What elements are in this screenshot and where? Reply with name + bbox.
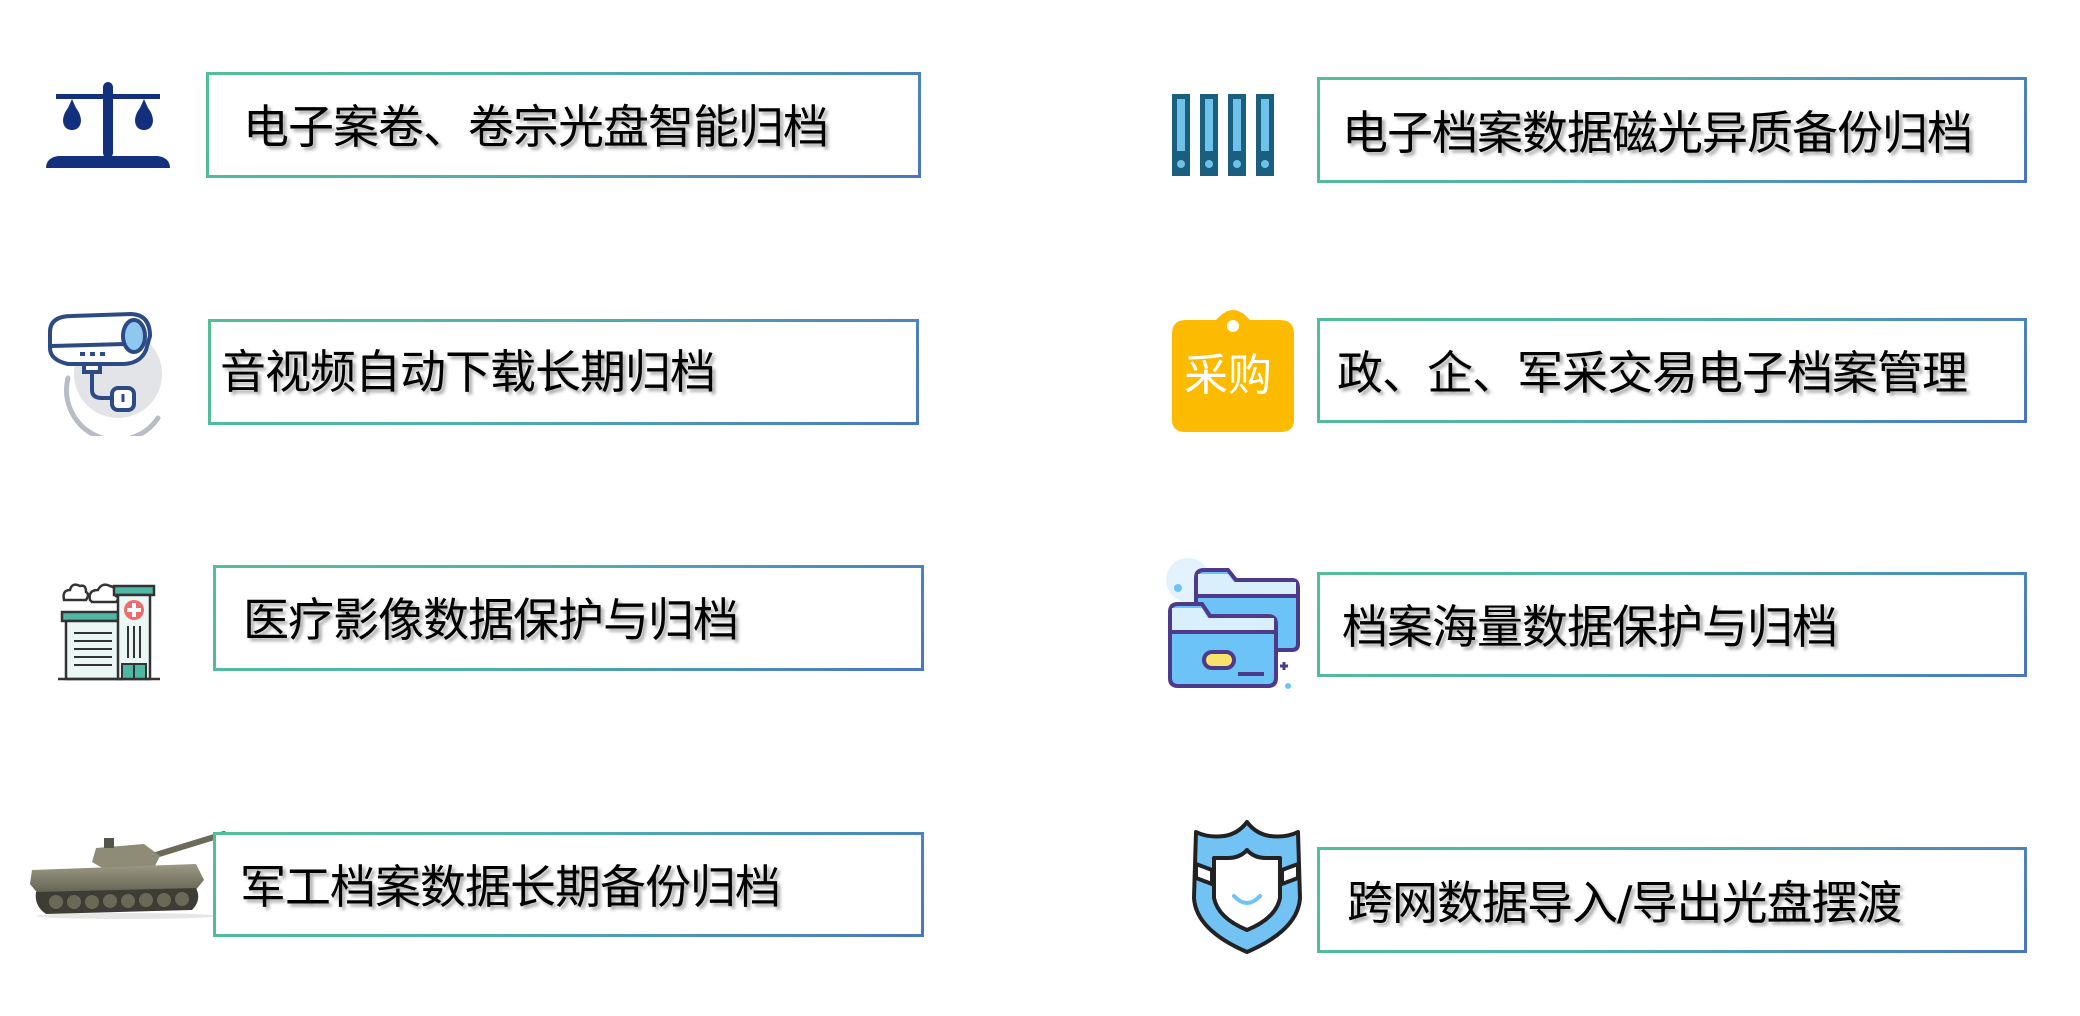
binders-icon [1168,92,1278,178]
hospital-icon [58,578,160,684]
feature-label: 音视频自动下载长期归档 [220,345,716,399]
scales-icon [44,78,172,170]
feature-label: 军工档案数据长期备份归档 [240,860,781,914]
feature-box [1317,318,2027,423]
feature-box [208,319,919,425]
feature-label: 档案海量数据保护与归档 [1342,600,1838,654]
purchase-tag-text: 采购 [1184,350,1272,401]
tank-icon [26,830,226,920]
feature-box [206,72,921,178]
feature-box [213,565,924,671]
feature-box [213,832,924,937]
feature-label: 医疗影像数据保护与归档 [243,593,739,647]
security-camera-icon [42,308,172,436]
feature-label: 电子档案数据磁光异质备份归档 [1342,106,1973,160]
feature-box [1317,77,2027,183]
feature-label: 电子案卷、卷宗光盘智能归档 [243,100,829,154]
feature-label: 政、企、军采交易电子档案管理 [1337,346,1968,400]
feature-label: 跨网数据导入/导出光盘摆渡 [1347,876,1902,930]
shield-icon [1186,818,1308,956]
feature-box [1317,572,2027,677]
folders-icon [1164,556,1304,696]
feature-box [1317,847,2027,953]
purchase-tag-icon: 采购 [1170,306,1296,434]
